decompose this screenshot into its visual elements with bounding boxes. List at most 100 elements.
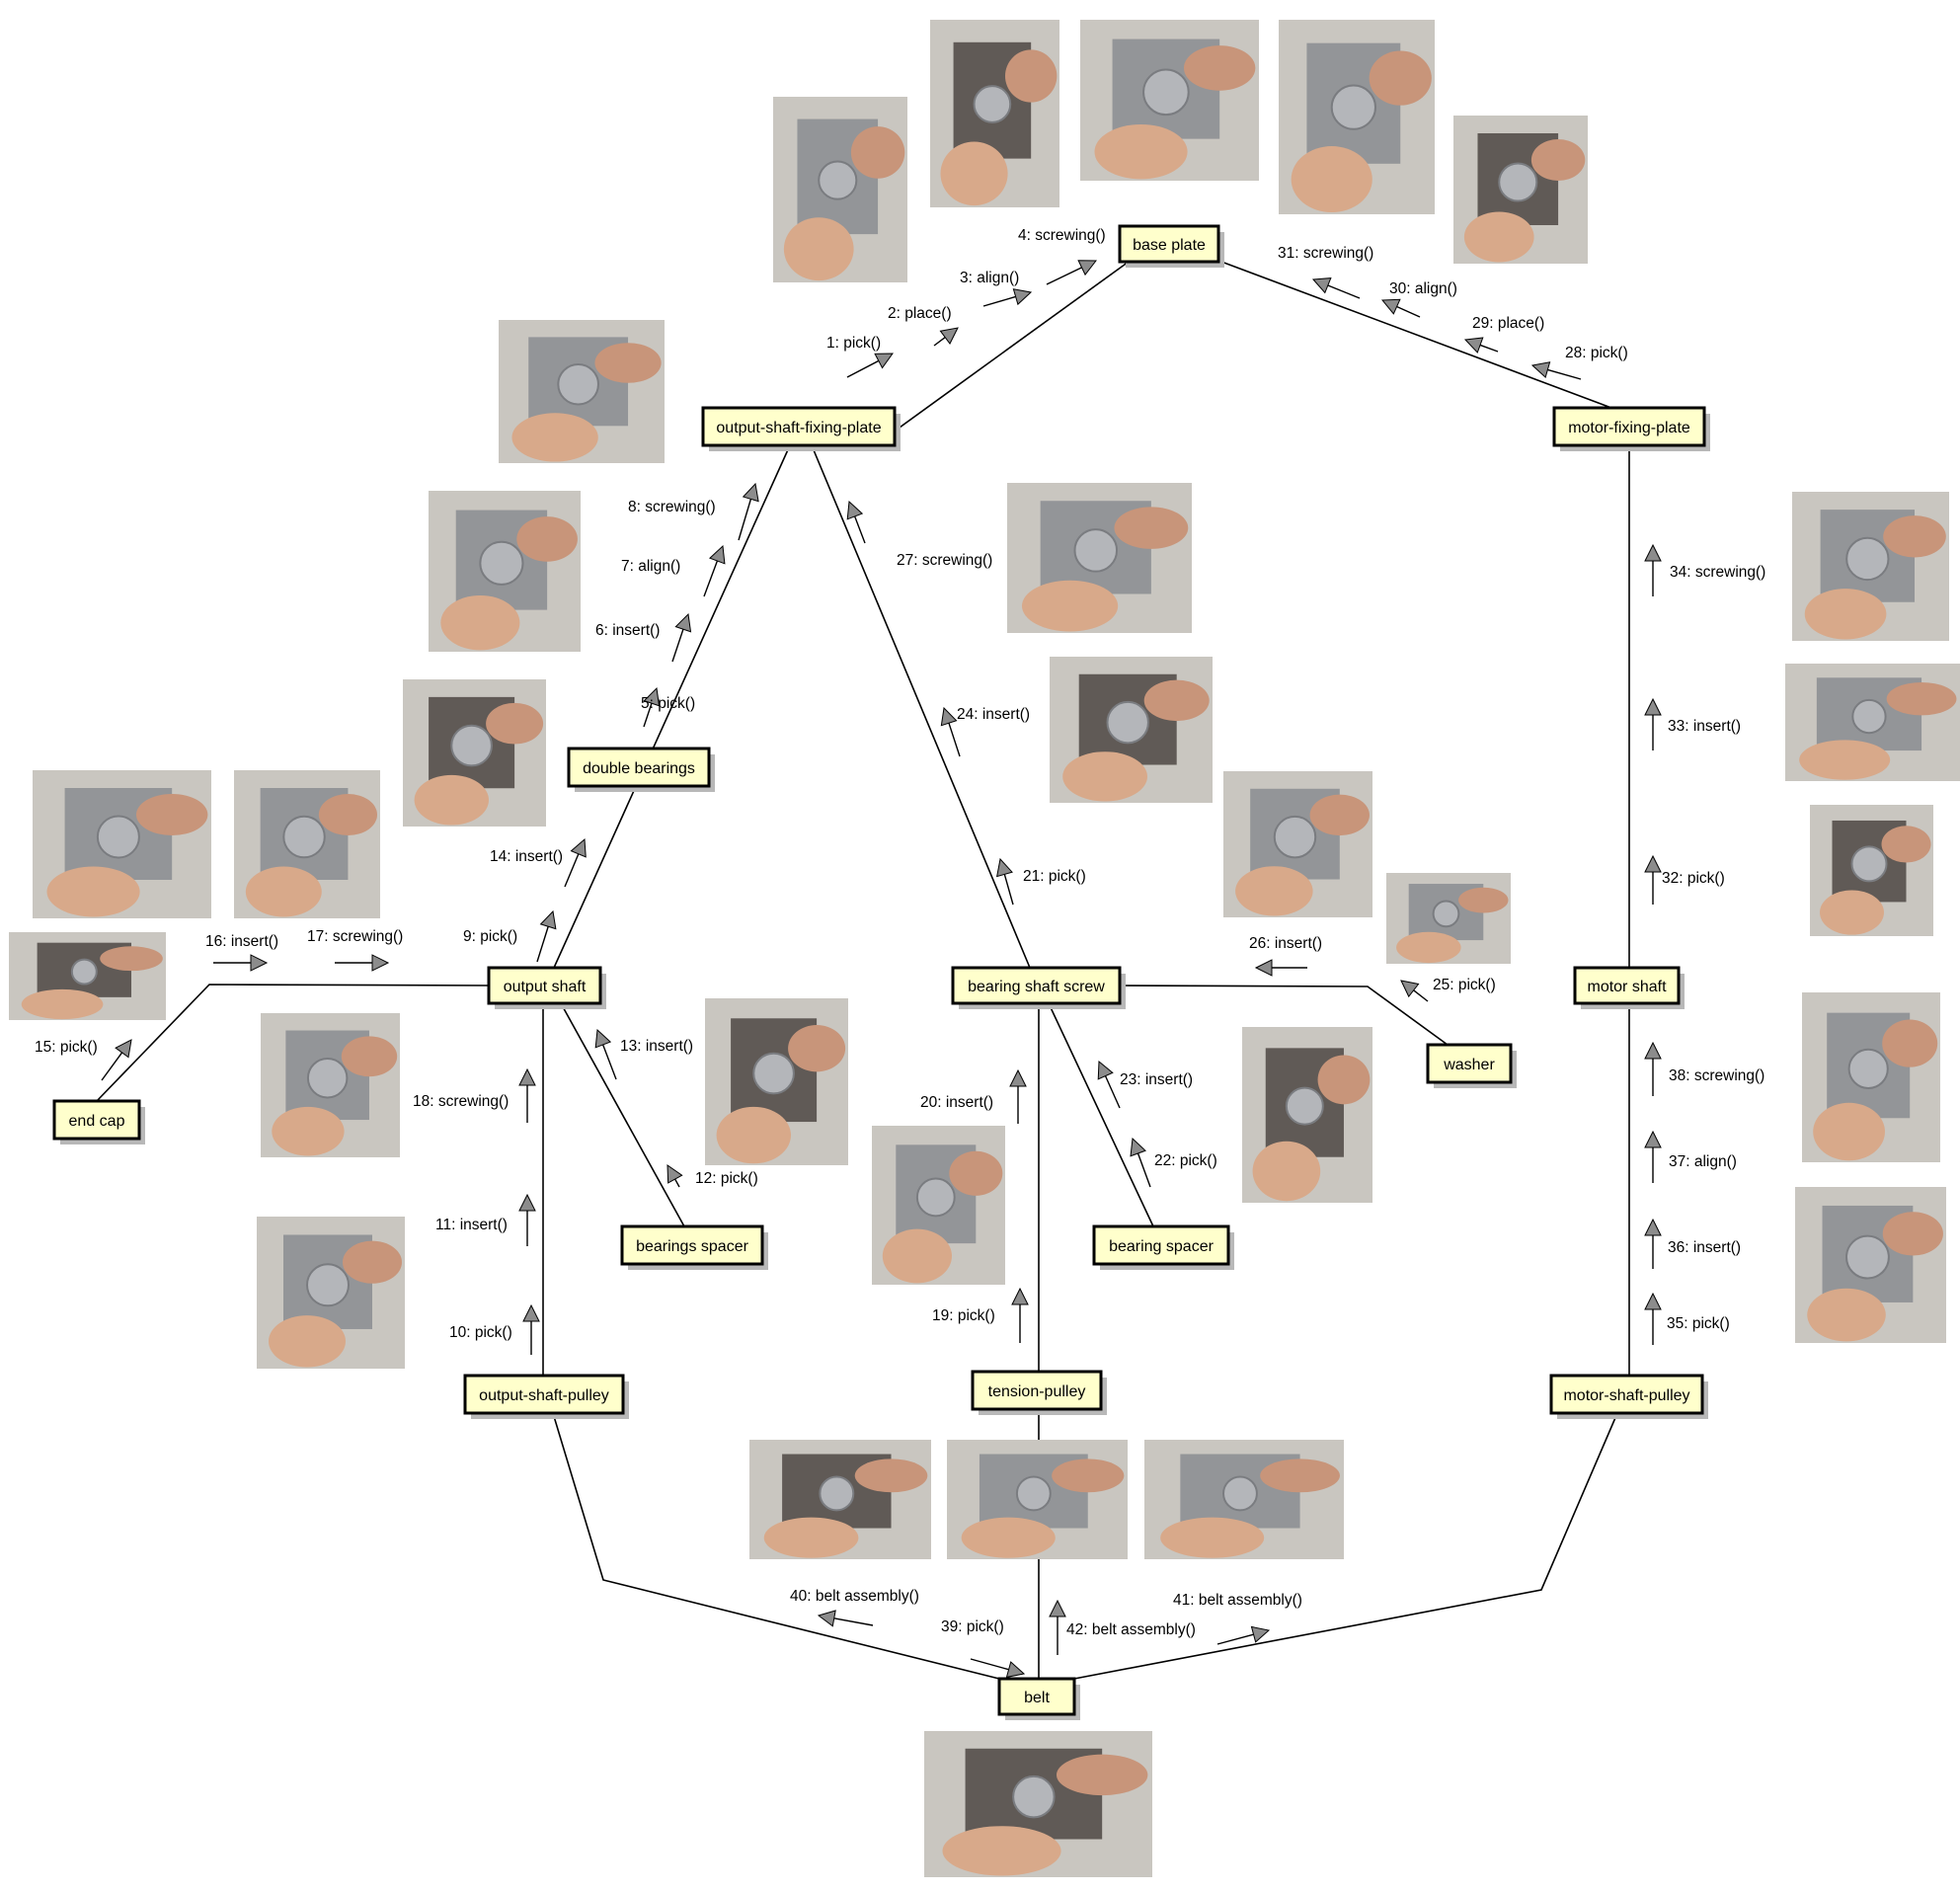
link-line: [811, 444, 1031, 969]
message-label: 42: belt assembly(): [1066, 1621, 1196, 1638]
message-label: 4: screwing(): [1018, 227, 1106, 244]
assembly-photo: [1242, 1027, 1372, 1203]
assembly-photo: [1386, 873, 1511, 964]
message-arrow: [564, 837, 587, 888]
message-label: 22: pick(): [1154, 1152, 1217, 1169]
message-arrow: [1254, 959, 1307, 977]
node-label: belt: [1024, 1690, 1050, 1706]
message-label: 30: align(): [1389, 280, 1457, 297]
node-label: bearings spacer: [636, 1238, 749, 1255]
assembly-photo: [872, 1126, 1005, 1285]
assembly-photo: [257, 1217, 405, 1369]
node-label: bearing shaft screw: [968, 979, 1105, 995]
message-label: 26: insert(): [1249, 935, 1322, 952]
link-line: [1073, 1412, 1618, 1680]
assembly-photo: [773, 97, 907, 282]
photos-layer: [9, 20, 1960, 1877]
message-label: 5: pick(): [641, 695, 695, 712]
message-label: 41: belt assembly(): [1173, 1592, 1302, 1609]
message-arrow: [940, 706, 961, 757]
message-label: 19: pick(): [932, 1307, 995, 1324]
message-label: 6: insert(): [595, 622, 660, 639]
message-label: 27: screwing(): [897, 552, 992, 569]
message-label: 33: insert(): [1668, 718, 1741, 735]
message-arrow: [1644, 543, 1662, 596]
message-arrow: [1216, 1625, 1271, 1645]
node-motor-shaft-pulley: motor-shaft-pulley: [1549, 1374, 1708, 1419]
message-arrow: [846, 500, 866, 544]
message-label: 36: insert(): [1668, 1239, 1741, 1256]
message-label: 34: screwing(): [1670, 564, 1765, 581]
message-label: 18: screwing(): [413, 1093, 509, 1110]
message-arrow: [518, 1193, 536, 1246]
message-arrow: [1644, 1041, 1662, 1096]
message-arrow: [817, 1610, 874, 1627]
message-label: 9: pick(): [463, 928, 517, 945]
message-label: 38: screwing(): [1669, 1067, 1764, 1084]
message-label: 11: insert(): [435, 1217, 508, 1233]
assembly-photo: [924, 1731, 1152, 1877]
assembly-photo: [499, 320, 665, 463]
message-label: 13: insert(): [620, 1038, 693, 1055]
message-arrow: [1400, 980, 1429, 1002]
message-arrow: [671, 612, 692, 663]
message-arrow: [1644, 697, 1662, 750]
message-label: 24: insert(): [957, 706, 1030, 723]
node-tension-pulley: tension-pulley: [971, 1370, 1107, 1415]
assembly-photo: [749, 1440, 931, 1559]
node-end-cap: end cap: [52, 1099, 145, 1144]
message-label: 12: pick(): [695, 1170, 758, 1187]
node-label: output-shaft-fixing-plate: [716, 420, 881, 436]
message-label: 7: align(): [621, 558, 680, 575]
node-label: output shaft: [504, 979, 587, 995]
assembly-photo: [930, 20, 1059, 207]
message-label: 17: screwing(): [307, 928, 403, 945]
link-line: [560, 1002, 685, 1227]
assembly-photo: [33, 770, 211, 918]
assembly-photo: [947, 1440, 1128, 1559]
node-washer: washer: [1426, 1043, 1517, 1088]
message-arrow: [982, 288, 1033, 307]
node-output-shaft: output shaft: [487, 966, 606, 1009]
message-arrow: [1644, 1292, 1662, 1345]
node-label: base plate: [1133, 237, 1206, 254]
node-label: motor-fixing-plate: [1568, 420, 1690, 436]
message-arrow: [1644, 1130, 1662, 1183]
assembly-photo: [1802, 992, 1940, 1162]
messages-layer: 1: pick()2: place()3: align()4: screwing…: [35, 227, 1765, 1638]
node-double-bearings: double bearings: [567, 747, 715, 792]
message-arrow: [703, 544, 726, 597]
node-motor-shaft: motor shaft: [1573, 966, 1685, 1009]
node-bearings-spacer: bearings spacer: [620, 1224, 768, 1270]
message-label: 37: align(): [1669, 1153, 1737, 1170]
assembly-photo: [1279, 20, 1435, 214]
message-arrow: [1009, 1068, 1027, 1124]
node-label: end cap: [69, 1113, 125, 1130]
node-bearing-spacer: bearing spacer: [1092, 1224, 1234, 1270]
assembly-photo: [1050, 657, 1213, 803]
message-arrow: [594, 1028, 617, 1080]
message-arrow: [518, 1067, 536, 1123]
node-belt: belt: [997, 1677, 1080, 1720]
link-line: [874, 261, 1130, 446]
assembly-photo: [1007, 483, 1192, 633]
message-label: 31: screwing(): [1278, 245, 1373, 262]
assembly-photo: [261, 1013, 400, 1157]
message-arrow: [1463, 337, 1499, 354]
message-arrow: [666, 1164, 683, 1188]
message-arrow: [1011, 1287, 1029, 1343]
node-output-shaft-pulley: output-shaft-pulley: [463, 1374, 629, 1419]
message-label: 40: belt assembly(): [790, 1588, 919, 1605]
assembly-photo: [1080, 20, 1259, 181]
message-label: 25: pick(): [1433, 977, 1496, 993]
link-line: [539, 444, 791, 999]
node-label: output-shaft-pulley: [479, 1387, 609, 1404]
message-arrow: [1530, 361, 1582, 380]
node-bearing-shaft-screw: bearing shaft screw: [951, 966, 1126, 1009]
assembly-photo: [1223, 771, 1372, 917]
message-label: 32: pick(): [1662, 870, 1725, 887]
message-label: 10: pick(): [449, 1324, 512, 1341]
node-label: motor shaft: [1587, 979, 1667, 995]
message-label: 14: insert(): [490, 848, 563, 865]
link-line: [552, 1412, 1000, 1680]
